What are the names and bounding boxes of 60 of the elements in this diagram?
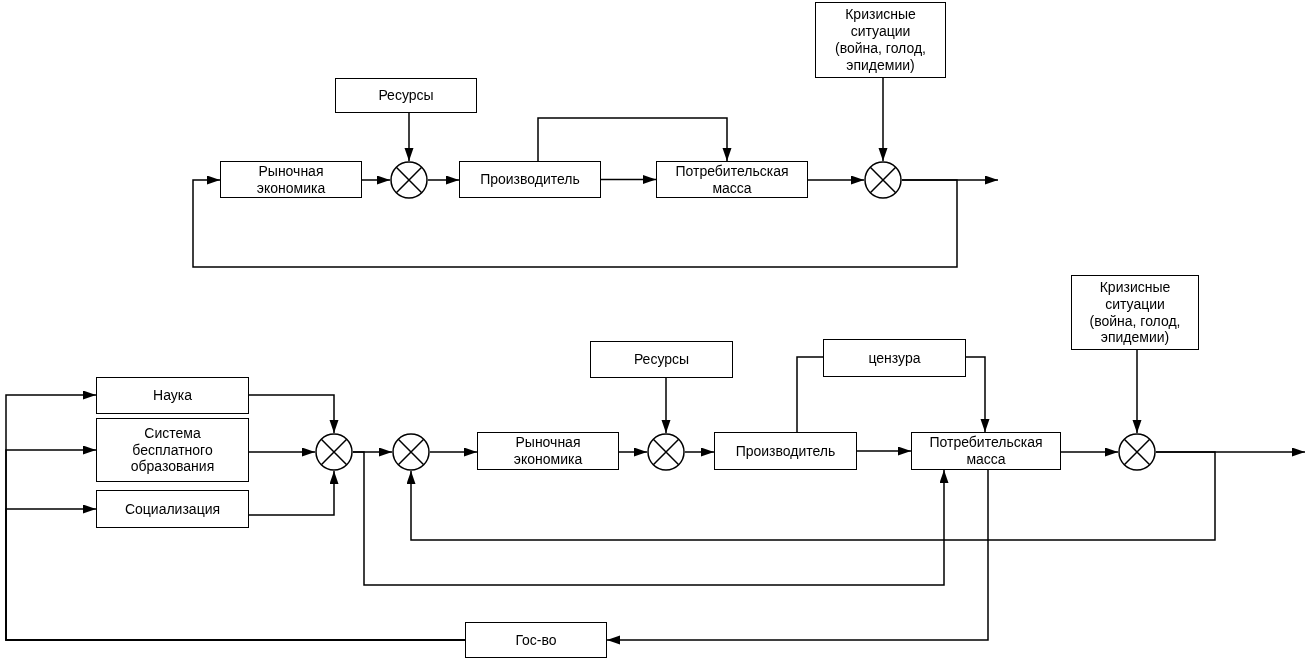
box-label: Потребительская масса	[928, 434, 1044, 468]
summing-junction	[392, 433, 430, 471]
box-label: Ресурсы	[377, 87, 435, 104]
process-box	[220, 161, 362, 198]
process-box	[714, 432, 857, 470]
process-box	[459, 161, 601, 198]
arrow	[361, 175, 391, 185]
arrow	[965, 356, 990, 433]
arrow	[406, 451, 1216, 541]
arrow	[661, 377, 671, 434]
arrow	[1060, 447, 1119, 457]
arrow	[248, 447, 316, 457]
box-label: Производитель	[479, 171, 581, 188]
box-label: Гос-во	[514, 631, 558, 649]
box-label: цензура	[867, 349, 922, 367]
box-label: Система бесплатного образования	[129, 424, 216, 476]
box-label: Кризисные ситуации (война, голод, эпидемии)	[1088, 278, 1182, 347]
arrow	[856, 446, 912, 456]
process-box	[815, 2, 946, 78]
arrow	[684, 447, 715, 457]
box-label: Социализация	[123, 500, 222, 518]
arrow	[618, 447, 648, 457]
arrow	[248, 394, 339, 434]
process-box	[335, 78, 477, 113]
box-label: Кризисные ситуации (война, голод, эпидемии)	[834, 6, 927, 74]
summing-junction	[1118, 433, 1156, 471]
arrow	[352, 451, 949, 586]
process-box	[465, 622, 607, 658]
arrow	[427, 175, 460, 185]
process-box	[656, 161, 808, 198]
arrow	[878, 77, 888, 162]
arrow	[606, 469, 989, 645]
box-label: Рыночная экономика	[255, 162, 327, 197]
process-box	[823, 339, 966, 377]
summing-junction	[647, 433, 685, 471]
arrow	[404, 112, 414, 162]
arrow	[1132, 349, 1142, 434]
box-label: Ресурсы	[632, 351, 691, 368]
arrow	[537, 117, 732, 162]
connector-line	[796, 356, 824, 433]
arrow	[248, 470, 339, 516]
box-label: Наука	[152, 387, 193, 404]
arrow	[600, 175, 657, 184]
arrow	[5, 504, 466, 641]
process-box	[477, 432, 619, 470]
arrow	[807, 175, 865, 185]
process-box	[96, 490, 249, 528]
box-label: Рыночная экономика	[512, 434, 584, 468]
summing-junction	[315, 433, 353, 471]
summing-junction	[390, 161, 428, 199]
arrow	[429, 447, 478, 457]
arrow	[192, 175, 958, 268]
process-box	[1071, 275, 1199, 350]
process-box	[590, 341, 733, 378]
box-label: Производитель	[734, 442, 837, 460]
process-box	[911, 432, 1061, 470]
process-box	[96, 418, 249, 482]
summing-junction	[864, 161, 902, 199]
process-box	[96, 377, 249, 414]
box-label: Потребительская масса	[674, 162, 790, 197]
